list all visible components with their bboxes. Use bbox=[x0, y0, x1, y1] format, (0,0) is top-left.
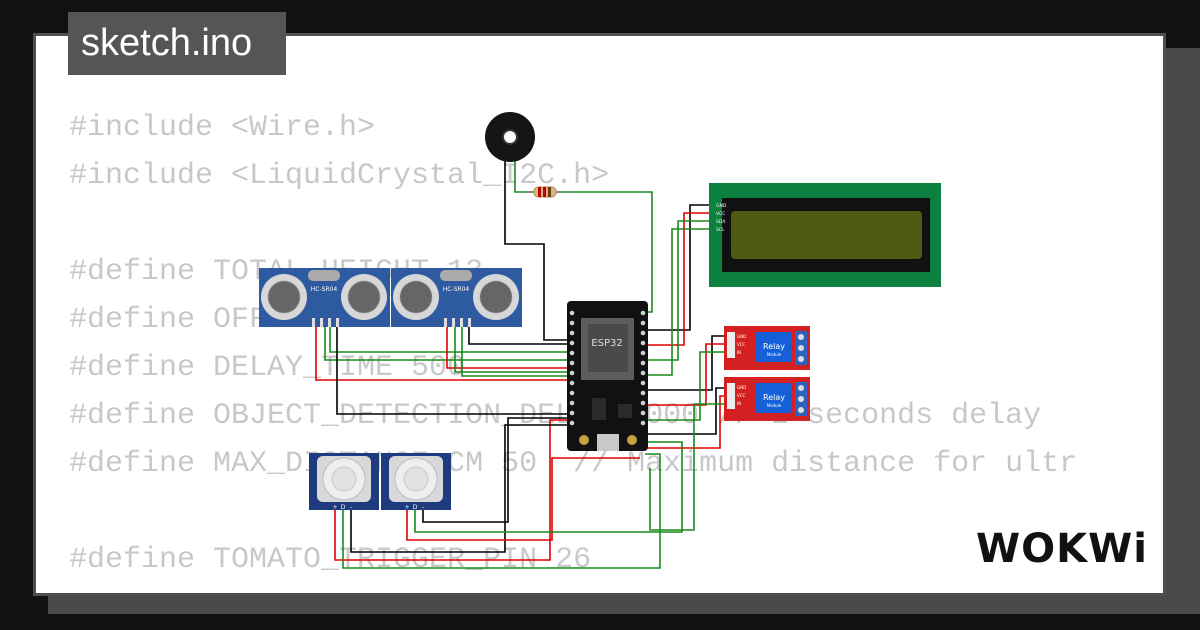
wire-relay2-in bbox=[649, 403, 730, 531]
esp32-pins-right bbox=[640, 310, 646, 426]
lcd-display[interactable]: GND VCC SDA SCL bbox=[709, 183, 941, 287]
lcd-pin-label: SDA bbox=[716, 219, 726, 225]
resistor[interactable] bbox=[528, 186, 562, 198]
code-line: #include <LiquidCrystal_I2C.h> bbox=[69, 159, 610, 193]
code-line: #define OBJECT_DETECTION_DELAY 2000 // 2… bbox=[69, 399, 1042, 433]
pir-sensor-1[interactable]: + D - bbox=[309, 453, 379, 511]
wire-relay1-vcc bbox=[645, 343, 730, 406]
wire-pir2-vcc bbox=[406, 457, 640, 541]
pir-sensor-2[interactable]: + D - bbox=[381, 453, 451, 511]
wire-us2-vcc bbox=[446, 326, 568, 369]
code-editor: #include <Wire.h> #include <LiquidCrystal… bbox=[69, 104, 1077, 593]
wire-buzzer-signal bbox=[514, 160, 530, 193]
wire-pir2-out bbox=[414, 441, 683, 533]
wire-us2-echo bbox=[461, 326, 568, 377]
wire-resistor-esp bbox=[560, 191, 653, 313]
pir-pin-label: D bbox=[413, 504, 418, 511]
wire-us1-vcc bbox=[315, 326, 568, 381]
relay-2-sublabel: Module bbox=[767, 403, 782, 408]
code-line: #define TOMATO_TRIGGER_PIN 26 bbox=[69, 543, 592, 577]
esp32-board[interactable]: ESP32 bbox=[567, 301, 648, 451]
code-line: #define TOMATO_ECHO_PIN 25 bbox=[69, 584, 1077, 593]
relay-pin-label: IN bbox=[737, 350, 741, 355]
ultrasonic-2-label: HC-SR04 bbox=[443, 286, 470, 293]
file-name-tab[interactable]: sketch.ino bbox=[68, 12, 286, 75]
wire-us1-echo bbox=[329, 326, 568, 353]
wire-relay1-in bbox=[645, 351, 730, 421]
wire-lcd-gnd bbox=[645, 204, 712, 331]
relay-module-2[interactable]: Relay Module GND VCC IN bbox=[724, 377, 810, 421]
wire-buzzer-gnd bbox=[504, 160, 568, 341]
relay-pin-label: IN bbox=[737, 401, 741, 406]
wire-us1-trig bbox=[324, 326, 568, 361]
wire-lcd-sda bbox=[645, 220, 712, 361]
wire-relay1-gnd bbox=[645, 335, 730, 391]
relay-pin-label: GND bbox=[737, 334, 746, 339]
wire-lcd-scl bbox=[645, 228, 712, 376]
lcd-pin-label: VCC bbox=[716, 211, 725, 217]
pir-pin-label: D bbox=[341, 504, 346, 511]
wire-lcd-vcc bbox=[645, 212, 712, 346]
buzzer[interactable] bbox=[485, 112, 535, 162]
ultrasonic-sensor-1[interactable]: HC-SR04 bbox=[259, 268, 390, 327]
esp32-label: ESP32 bbox=[591, 338, 622, 349]
wire-pir1-vcc bbox=[334, 419, 568, 561]
relay-pin-label: VCC bbox=[737, 342, 746, 347]
wokwi-logo: WOKWi bbox=[976, 526, 1148, 572]
code-line: #include <Wire.h> bbox=[69, 111, 376, 145]
wire-us2-trig bbox=[454, 326, 568, 373]
wires bbox=[315, 160, 730, 569]
pir-pin-label: - bbox=[350, 504, 352, 511]
relay-1-sublabel: Module bbox=[767, 352, 782, 357]
wire-us1-gnd bbox=[336, 326, 568, 415]
pir-pin-label: - bbox=[422, 504, 424, 511]
wire-us2-gnd bbox=[468, 326, 568, 345]
wire-pir1-out bbox=[342, 453, 661, 569]
ultrasonic-1-label: HC-SR04 bbox=[311, 286, 338, 293]
relay-pin-label: VCC bbox=[737, 393, 746, 398]
wire-pir2-gnd bbox=[422, 417, 568, 523]
wire-relay2-gnd bbox=[645, 387, 730, 435]
relay-1-label: Relay bbox=[763, 342, 785, 351]
relay-module-1[interactable]: Relay Module GND VCC IN bbox=[724, 326, 810, 370]
pir-pin-label: + bbox=[404, 504, 409, 511]
ultrasonic-sensor-2[interactable]: HC-SR04 bbox=[391, 268, 522, 327]
lcd-pin-label: SCL bbox=[716, 227, 725, 233]
relay-pin-label: GND bbox=[737, 385, 746, 390]
relay-2-label: Relay bbox=[763, 393, 785, 402]
pir-pin-label: + bbox=[332, 504, 337, 511]
lcd-pin-label: GND bbox=[716, 203, 727, 209]
wire-pir1-gnd bbox=[350, 424, 568, 553]
esp32-pins-left bbox=[569, 310, 575, 426]
